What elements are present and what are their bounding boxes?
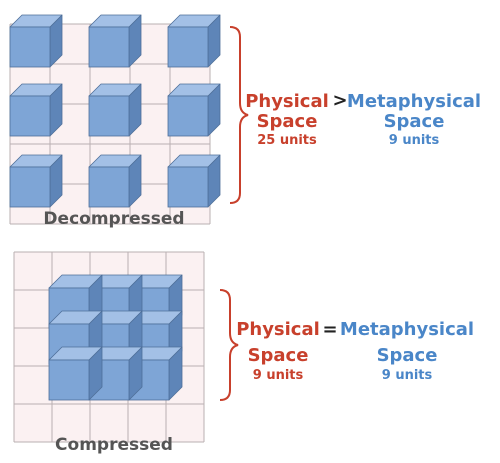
compressed-physical-units: 9 units — [253, 368, 304, 383]
decompressed-cube-r1-c3-front — [167, 26, 209, 68]
decompressed-cube-r3-c3-front — [167, 166, 209, 208]
decompressed-cube-r3-c3 — [167, 154, 221, 208]
decompressed-cube-r2-c2 — [88, 83, 142, 137]
compressed-metaphysical-units: 9 units — [382, 368, 433, 383]
decompressed-metaphysical-label-1: Metaphysical — [347, 91, 481, 112]
compressed-brace — [219, 289, 239, 401]
decompressed-metaphysical-label-2: Space — [384, 111, 445, 132]
decompressed-caption: Decompressed — [43, 209, 184, 229]
decompressed-physical-label-2: Space — [257, 111, 318, 132]
decompressed-cube-r3-c1 — [9, 154, 63, 208]
decompressed-metaphysical-units: 9 units — [389, 133, 440, 148]
compressed-cube-r3-c1 — [48, 346, 103, 401]
decompressed-cube-r1-c1-front — [9, 26, 51, 68]
compressed-physical-label-2: Space — [248, 345, 309, 366]
decompressed-cubes — [9, 14, 221, 208]
decompressed-physical-units: 25 units — [257, 133, 317, 148]
decompressed-operator: > — [332, 90, 347, 111]
decompressed-brace — [229, 26, 249, 204]
decompressed-cube-r1-c1 — [9, 14, 63, 68]
compressed-physical-label-1: Physical — [236, 319, 320, 340]
decompressed-cube-r3-c2 — [88, 154, 142, 208]
decompressed-cube-r2-c2-front — [88, 95, 130, 137]
compressed-caption: Compressed — [55, 435, 173, 455]
decompressed-physical-label-1: Physical — [245, 91, 329, 112]
decompressed-cube-r1-c2-front — [88, 26, 130, 68]
decompressed-cube-r3-c2-front — [88, 166, 130, 208]
decompressed-cube-r2-c3-front — [167, 95, 209, 137]
compressed-cubes — [48, 274, 183, 401]
compressed-cube-r3-c1-front — [48, 359, 90, 401]
decompressed-cube-r1-c2 — [88, 14, 142, 68]
decompressed-cube-r2-c3 — [167, 83, 221, 137]
decompressed-cube-r1-c3 — [167, 14, 221, 68]
decompressed-cube-r2-c1-front — [9, 95, 51, 137]
compressed-metaphysical-label-2: Space — [377, 345, 438, 366]
compressed-operator: = — [322, 319, 337, 340]
decompressed-cube-r3-c1-front — [9, 166, 51, 208]
decompressed-cube-r2-c1 — [9, 83, 63, 137]
compressed-metaphysical-label-1: Metaphysical — [340, 319, 474, 340]
